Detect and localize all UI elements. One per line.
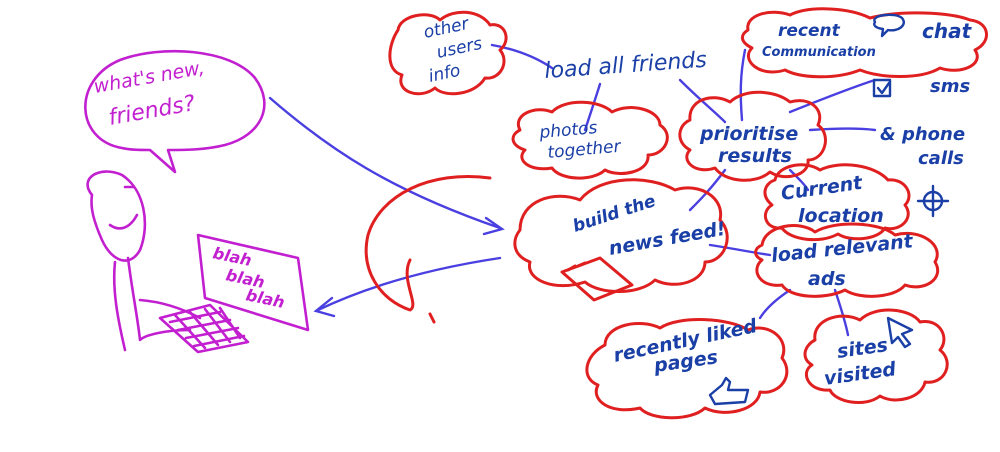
sms-label: sms (930, 76, 970, 97)
chat-bubble-icon (873, 13, 905, 38)
sms-checkbox-icon (872, 78, 892, 98)
cloud-recent-communication (741, 7, 988, 79)
cloud-sites-visited (803, 308, 949, 405)
server-loop (364, 175, 492, 312)
response-arrowhead (313, 296, 336, 318)
node-load-relevant-ads: load relevant ads (770, 230, 915, 290)
thumbs-up-icon (708, 376, 750, 406)
chat-label: chat (922, 19, 973, 43)
laptop-screen (196, 233, 310, 332)
node-load-all-friends: load all friends (544, 48, 708, 84)
node-recently-liked-pages: recently liked pages (611, 315, 759, 406)
cloud-load-ads (754, 222, 940, 298)
node-photos-together: photos together (538, 118, 623, 163)
speech-line-2: friends? (107, 91, 198, 131)
prioritise-line-1: prioritise (699, 123, 798, 145)
response-arrow (316, 256, 502, 312)
phone-line-2: calls (918, 148, 964, 169)
cloud-photos-together (511, 100, 669, 180)
screen-line-3: blah (244, 285, 286, 312)
node-sites-visited: sites visited (823, 316, 914, 390)
keyboard (158, 303, 250, 354)
cloud-prioritise (678, 90, 827, 182)
node-phone-calls: & phone calls (880, 124, 965, 169)
recent-line-2: Communication (762, 45, 876, 60)
cloud-build-news-feed (513, 178, 729, 293)
node-recent-communication: recent Communication (762, 21, 876, 60)
server-icon (560, 256, 634, 302)
node-current-location: Current location (780, 172, 950, 227)
sites-line-2: visited (823, 358, 898, 390)
ads-line-2: ads (808, 268, 846, 290)
request-arrowhead (482, 216, 505, 236)
smile (108, 213, 139, 230)
body (112, 256, 192, 352)
cloud-recently-liked (585, 318, 789, 420)
node-chat: chat (873, 13, 973, 43)
request-arrow (268, 96, 502, 230)
node-other-users-info: other users info (422, 14, 484, 87)
node-prioritise-results: prioritise results (699, 123, 798, 167)
recent-line-1: recent (778, 21, 841, 41)
server-loop-dash (428, 312, 436, 324)
build-line-2: news feed! (607, 218, 727, 260)
location-line-2: location (798, 205, 884, 227)
crosshair-icon (916, 184, 950, 218)
speech-bubble (84, 49, 266, 174)
other-users-line-3: info (427, 61, 462, 87)
phone-line-1: & phone (880, 124, 965, 145)
cursor-icon (886, 316, 914, 349)
node-sms: sms (872, 76, 970, 98)
sites-line-1: sites (836, 334, 890, 363)
cloud-other-users (388, 10, 508, 96)
prioritise-line-2: results (718, 145, 792, 167)
person-figure: what's new, friends? blah blah blah (84, 49, 310, 354)
head (86, 170, 147, 262)
